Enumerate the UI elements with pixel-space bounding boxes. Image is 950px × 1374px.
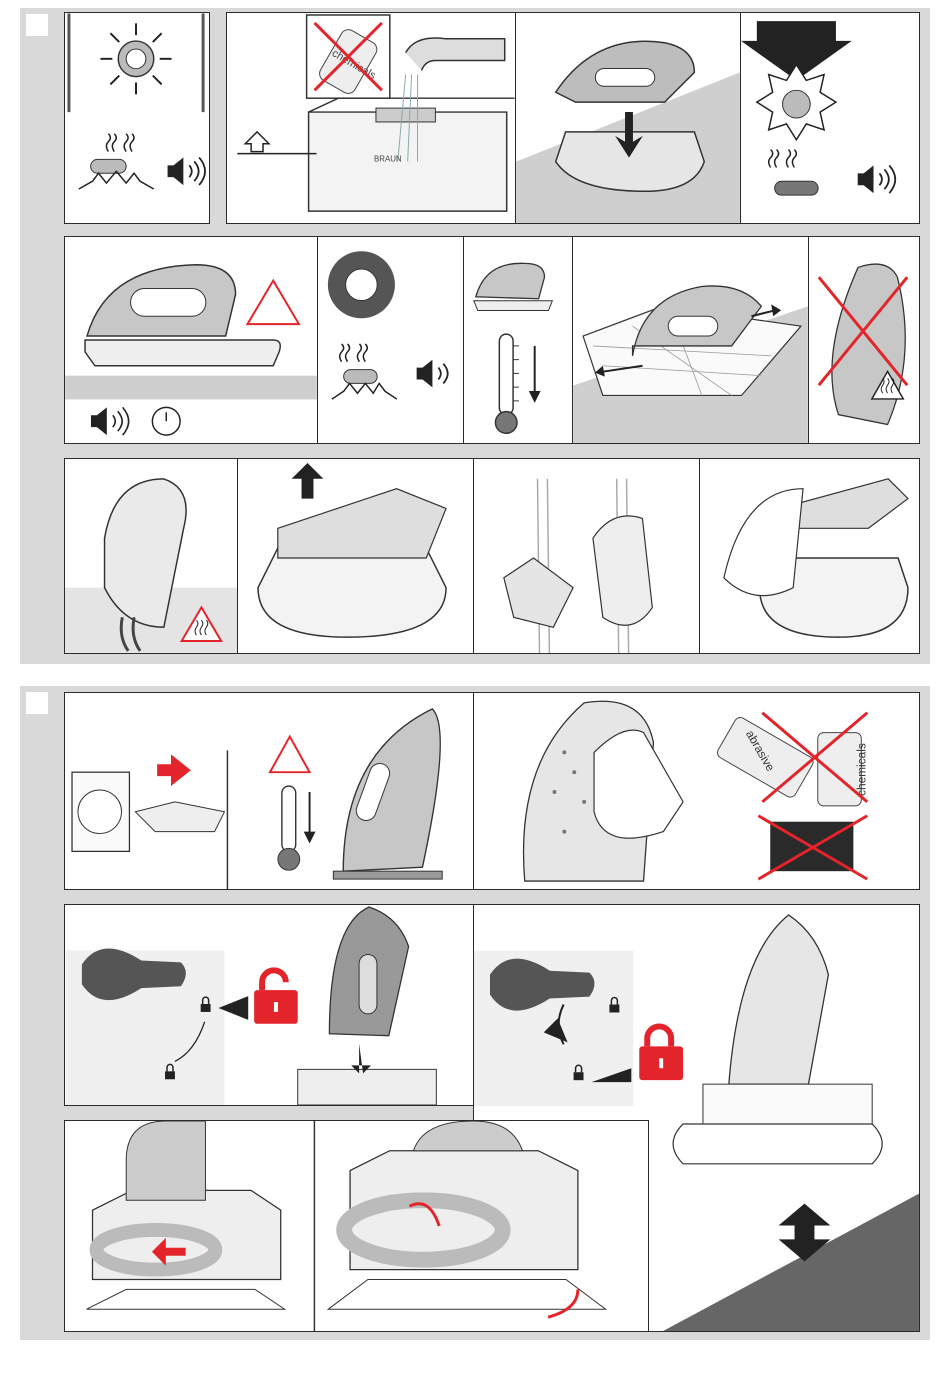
panel-fill-water-tank: BRAUN chemicals <box>226 12 516 224</box>
speaker-icon <box>417 360 448 388</box>
arrow-icon <box>157 754 191 786</box>
panel-lock-iron <box>64 904 474 1106</box>
thermometer-icon <box>278 786 300 870</box>
steam-icon <box>106 134 134 152</box>
panel-wind-cord <box>64 1120 649 1332</box>
panel-remove-tank-lid <box>237 458 474 654</box>
panel-insert-tank <box>515 12 741 224</box>
sun-light-icon <box>101 23 172 94</box>
section-1-corner-box <box>26 14 48 36</box>
panel-reassemble <box>699 458 920 654</box>
no-abrasive-warning: abrasive chemicals <box>715 713 868 879</box>
padlock-icon <box>639 1026 683 1080</box>
warning-triangle-icon <box>270 737 310 773</box>
speaker-icon <box>91 407 129 435</box>
panel-empty-tank <box>64 458 238 654</box>
section-2-corner-box <box>26 692 48 714</box>
panel-ready-signal <box>740 12 920 224</box>
padlock-icon <box>254 970 298 1023</box>
no-chemicals-warning: chemicals <box>307 15 390 98</box>
panel-ironing-board <box>572 236 809 444</box>
speaker-icon <box>168 157 205 185</box>
panel-temperature-drop <box>463 236 573 444</box>
brand-label: BRAUN <box>374 155 402 164</box>
thermometer-icon <box>495 334 519 433</box>
panel-steam-ready <box>317 236 464 444</box>
panel-iron-on-base-warning <box>64 236 318 444</box>
panel-unplug-cool <box>64 692 474 890</box>
chemicals-label: chemicals <box>854 743 868 796</box>
clock-icon <box>152 407 180 435</box>
socket-plug-icon <box>72 772 224 851</box>
speaker-icon <box>858 165 896 193</box>
panel-light-steam-signal <box>64 12 210 224</box>
panel-rinse-parts <box>473 458 700 654</box>
panel-hot-surface-no-touch <box>808 236 920 444</box>
panel-clean-soleplate: abrasive chemicals <box>473 692 920 890</box>
